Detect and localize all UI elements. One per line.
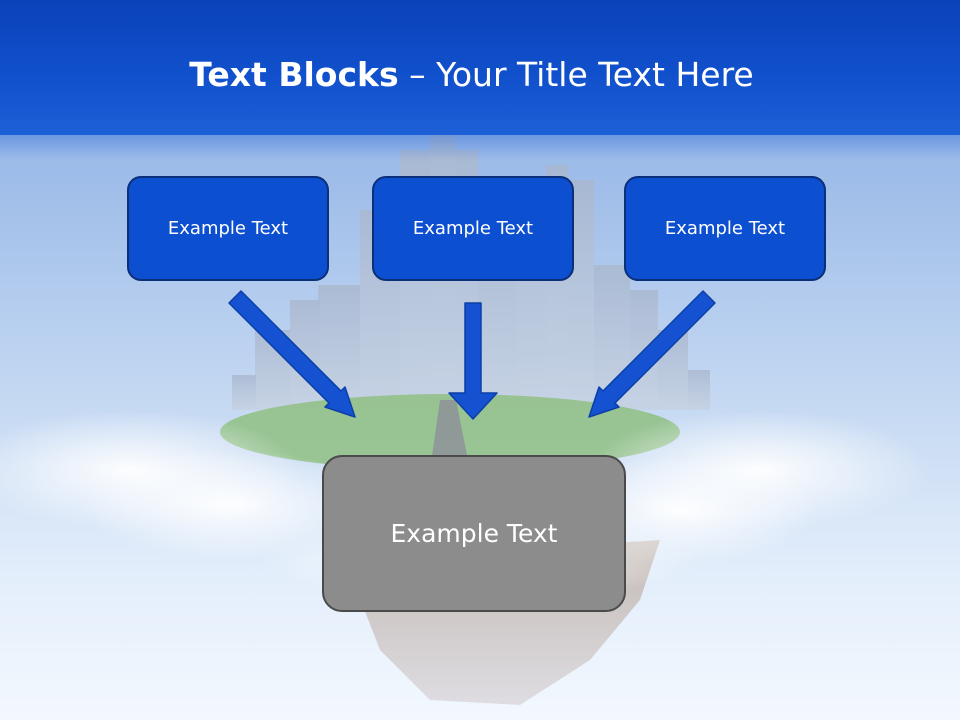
text-block-1-label: Example Text: [167, 218, 289, 239]
title-bar-fade: [0, 120, 960, 160]
target-block-label: Example Text: [390, 519, 558, 548]
arrow-left: [228, 290, 356, 418]
title-bold-part: Text Blocks: [189, 55, 399, 94]
text-block-3-label: Example Text: [664, 218, 786, 239]
text-block-2[interactable]: Example Text: [372, 176, 574, 281]
title-bar: [0, 0, 960, 135]
arrow-middle: [448, 302, 498, 420]
arrow-right: [588, 290, 716, 418]
text-block-2-label: Example Text: [412, 218, 534, 239]
target-block[interactable]: Example Text: [322, 455, 626, 612]
road: [430, 400, 470, 470]
slide-title: Text Blocks – Your Title Text Here: [0, 52, 943, 98]
text-block-3[interactable]: Example Text: [624, 176, 826, 281]
title-rest-part: – Your Title Text Here: [398, 55, 754, 94]
text-block-1[interactable]: Example Text: [127, 176, 329, 281]
